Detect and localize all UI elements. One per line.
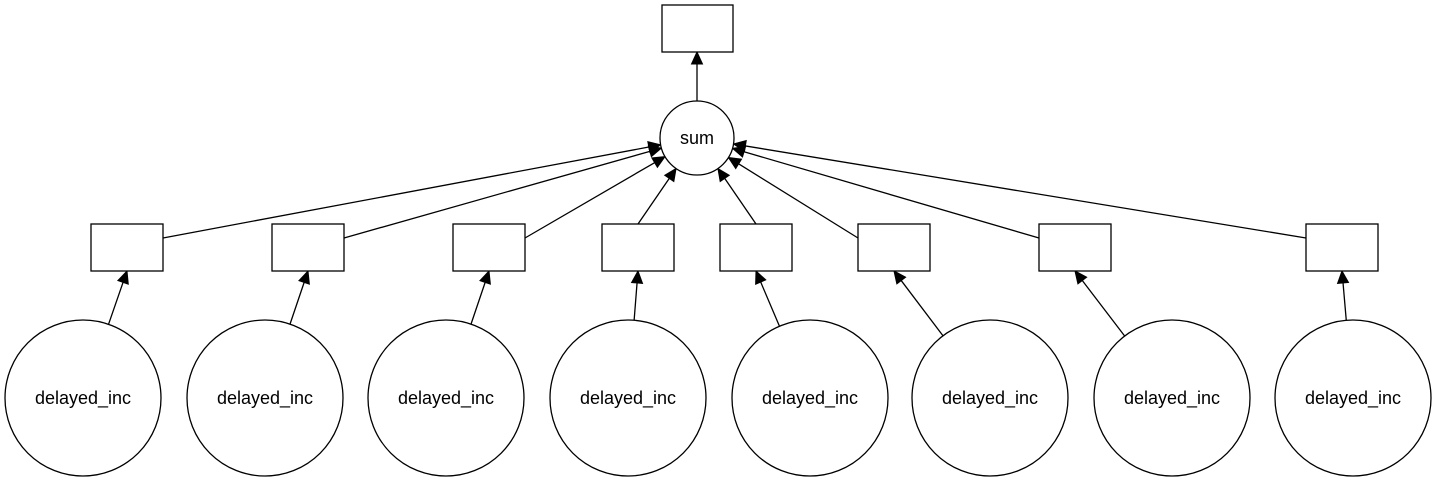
edge-input-to-intermediate bbox=[630, 269, 644, 321]
arrowhead bbox=[298, 269, 310, 285]
arrowhead bbox=[732, 139, 747, 153]
intermediate-node[interactable] bbox=[601, 223, 675, 272]
arrowhead bbox=[727, 156, 743, 170]
intermediate-node[interactable] bbox=[719, 223, 793, 272]
arrowhead bbox=[116, 269, 129, 285]
sum-node[interactable]: sum bbox=[659, 100, 735, 176]
input-node-delayed-inc[interactable]: delayed_inc bbox=[1093, 319, 1251, 477]
edge-input-to-intermediate bbox=[1074, 270, 1126, 337]
edge-input-to-intermediate bbox=[107, 269, 129, 325]
edge-intermediate-to-sum bbox=[343, 145, 663, 239]
edge-intermediate-to-sum bbox=[162, 140, 662, 239]
arrowhead bbox=[651, 155, 667, 169]
input-node-label: delayed_inc bbox=[217, 388, 313, 409]
edge-input-to-intermediate bbox=[289, 269, 310, 325]
output-node[interactable] bbox=[661, 4, 734, 53]
input-node-label: delayed_inc bbox=[1124, 388, 1220, 409]
input-node-label: delayed_inc bbox=[580, 388, 676, 409]
arrowhead bbox=[647, 145, 663, 158]
edge-intermediate-to-sum bbox=[524, 155, 667, 239]
intermediate-node[interactable] bbox=[1038, 223, 1112, 272]
input-node-label: delayed_inc bbox=[1305, 388, 1401, 409]
edge-sum-to-output bbox=[690, 50, 704, 101]
arrowhead bbox=[1074, 270, 1088, 285]
input-node-label: delayed_inc bbox=[942, 388, 1038, 409]
arrowhead bbox=[690, 50, 704, 65]
sum-node-label: sum bbox=[680, 128, 714, 148]
input-node-delayed-inc[interactable]: delayed_inc bbox=[911, 319, 1069, 477]
input-node-delayed-inc[interactable]: delayed_inc bbox=[549, 319, 707, 477]
edge-intermediate-to-sum bbox=[637, 167, 677, 225]
input-node-label: delayed_inc bbox=[762, 388, 858, 409]
input-node-delayed-inc[interactable]: delayed_inc bbox=[367, 319, 525, 477]
arrowhead bbox=[479, 269, 491, 285]
edge-intermediate-to-sum bbox=[717, 167, 757, 225]
arrowhead bbox=[755, 269, 767, 285]
input-node-delayed-inc[interactable]: delayed_inc bbox=[186, 319, 344, 477]
input-node-delayed-inc[interactable]: delayed_inc bbox=[1274, 319, 1432, 477]
arrowhead bbox=[717, 167, 731, 183]
graph-edges bbox=[107, 50, 1350, 337]
intermediate-node[interactable] bbox=[271, 223, 345, 272]
arrowhead bbox=[630, 269, 644, 284]
input-node-label: delayed_inc bbox=[35, 388, 131, 409]
intermediate-node[interactable] bbox=[1305, 223, 1379, 272]
arrowhead bbox=[893, 270, 907, 285]
input-node-delayed-inc[interactable]: delayed_inc bbox=[4, 319, 162, 477]
edge-input-to-intermediate bbox=[755, 269, 781, 327]
input-node-delayed-inc[interactable]: delayed_inc bbox=[731, 319, 889, 477]
edge-input-to-intermediate bbox=[1336, 269, 1350, 321]
edge-intermediate-to-sum bbox=[727, 156, 859, 239]
arrowhead bbox=[1336, 269, 1350, 284]
graph-nodes: sum delayed_inc delayed_inc delayed_inc dela… bbox=[4, 4, 1432, 477]
input-node-label: delayed_inc bbox=[398, 388, 494, 409]
edge-input-to-intermediate bbox=[893, 270, 944, 337]
edge-intermediate-to-sum bbox=[732, 139, 1307, 239]
intermediate-node[interactable] bbox=[857, 223, 931, 272]
intermediate-node[interactable] bbox=[452, 223, 526, 272]
arrowhead bbox=[663, 167, 677, 183]
intermediate-node[interactable] bbox=[90, 223, 164, 272]
edge-input-to-intermediate bbox=[470, 269, 491, 325]
